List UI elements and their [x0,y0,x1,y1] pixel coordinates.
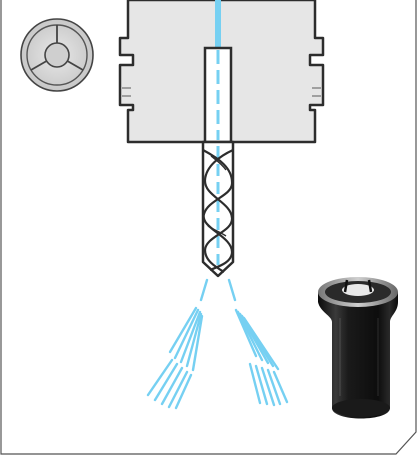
coolant-spray-icon [146,278,209,410]
coolant-channel-icon [215,0,221,48]
three-jaw-collet-icon [20,18,94,92]
coolant-spray-icon [227,278,289,407]
black-collet-sleeve-icon [318,277,398,419]
twist-drill-icon [201,46,235,278]
